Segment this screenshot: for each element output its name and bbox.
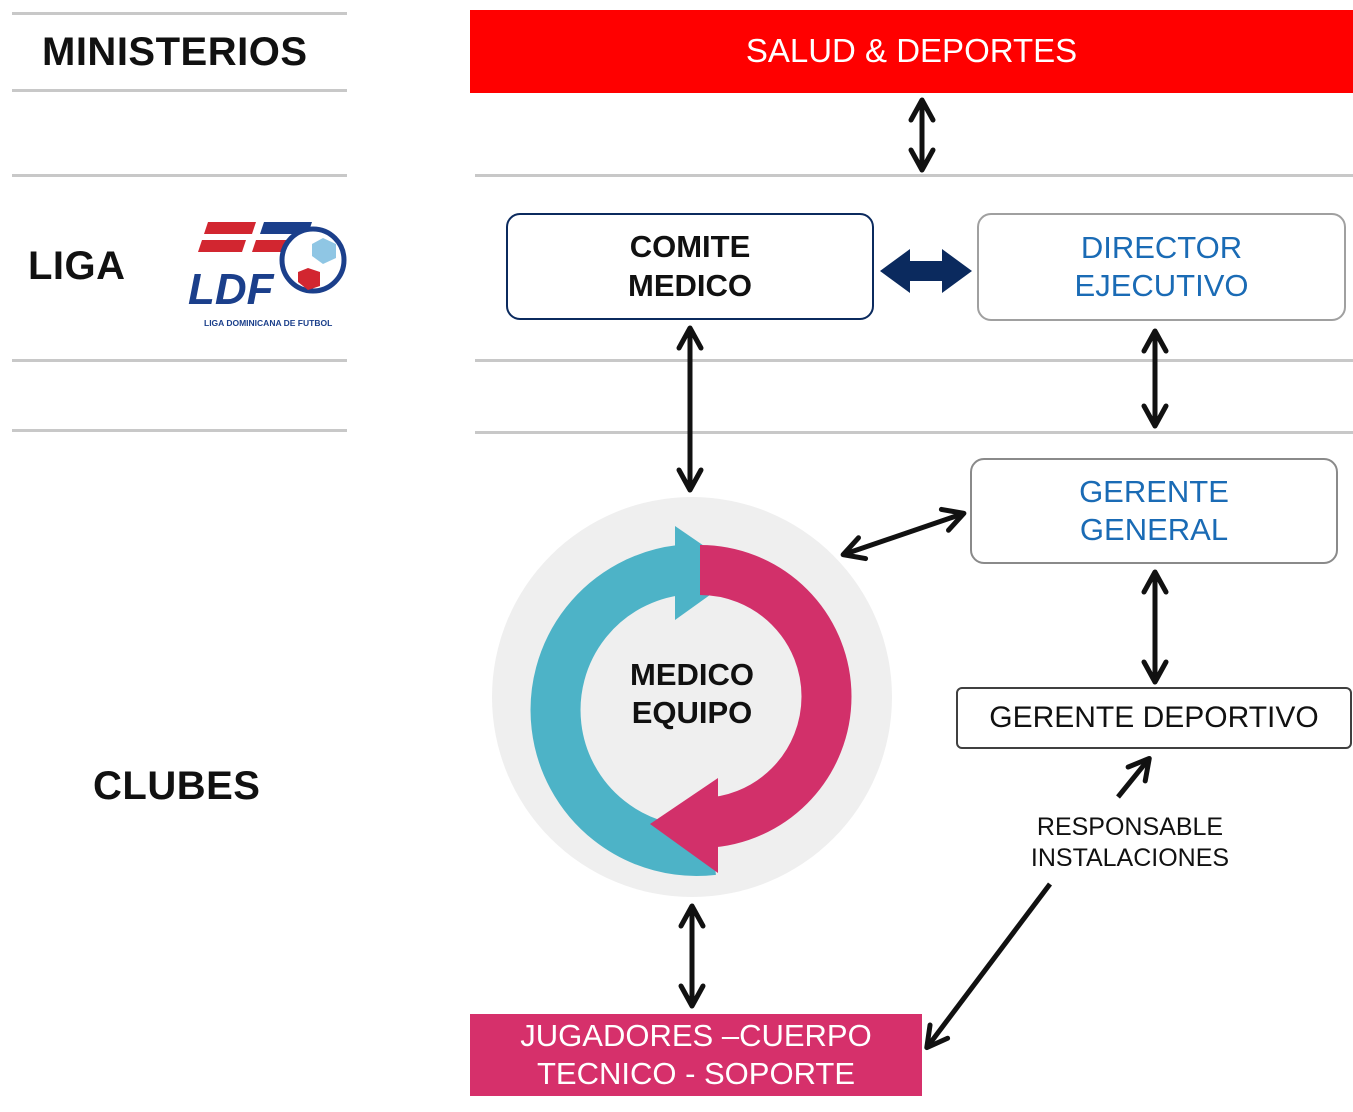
gerente-deportivo-label: GERENTE DEPORTIVO <box>989 701 1319 735</box>
level-liga: LIGA <box>28 244 126 288</box>
gerente-general-line2: GENERAL <box>1079 512 1229 547</box>
arrow-responsable-deportivo <box>1116 755 1152 799</box>
gerente-deportivo-box[interactable]: GERENTE DEPORTIVO <box>956 687 1352 749</box>
jugadores-box[interactable]: JUGADORES –CUERPO TECNICO - SOPORTE <box>470 1014 922 1096</box>
ldf-logo: LDF LIGA DOMINICANA DE FUTBOL <box>186 210 350 332</box>
logo-text: LDF <box>188 265 275 314</box>
level-ministerios: MINISTERIOS <box>42 30 308 74</box>
director-ejecutivo-line1: DIRECTOR <box>1080 229 1243 265</box>
responsable-line1: RESPONSABLE <box>1036 813 1224 841</box>
jugadores-line1: JUGADORES –CUERPO <box>520 1017 872 1053</box>
medico-equipo-label: MEDICO EQUIPO <box>592 656 792 733</box>
gerente-general-line1: GERENTE <box>1079 473 1229 509</box>
director-ejecutivo-line2: EJECUTIVO <box>1074 268 1249 303</box>
arrow-medico-gerente <box>840 506 967 562</box>
left-rule-3 <box>12 174 347 177</box>
logo-caption: LIGA DOMINICANA DE FUTBOL <box>204 318 332 328</box>
gerente-general-box[interactable]: GERENTE GENERAL <box>970 458 1338 564</box>
comite-medico-box[interactable]: COMITE MEDICO <box>506 213 874 320</box>
comite-medico-line2: MEDICO <box>628 267 752 303</box>
left-rule-5 <box>12 429 347 432</box>
right-rule-3 <box>475 431 1353 434</box>
level-clubes: CLUBES <box>93 764 261 808</box>
cycle-teal-arc <box>530 545 716 876</box>
arrow-responsable-jugadores <box>924 882 1052 1051</box>
salud-deportes-box[interactable]: SALUD & DEPORTES <box>470 10 1353 93</box>
left-rule-1 <box>12 12 347 15</box>
left-rule-2 <box>12 89 347 92</box>
medico-equipo-line2: EQUIPO <box>631 695 753 731</box>
jugadores-line2: TECNICO - SOPORTE <box>536 1056 856 1091</box>
comite-medico-line1: COMITE <box>629 229 751 265</box>
left-rule-4 <box>12 359 347 362</box>
arrow-comite-director <box>880 249 972 293</box>
responsable-line2: INSTALACIONES <box>1030 844 1230 872</box>
medico-equipo-line1: MEDICO <box>630 657 754 692</box>
director-ejecutivo-box[interactable]: DIRECTOR EJECUTIVO <box>977 213 1346 321</box>
right-rule-1 <box>475 174 1353 177</box>
right-rule-2 <box>475 359 1353 362</box>
salud-deportes-label: SALUD & DEPORTES <box>745 32 1078 70</box>
cycle-pink-arc <box>699 545 852 848</box>
cycle-pink-arrowhead <box>650 778 718 873</box>
responsable-instalaciones-label: RESPONSABLE INSTALACIONES <box>1010 812 1250 874</box>
